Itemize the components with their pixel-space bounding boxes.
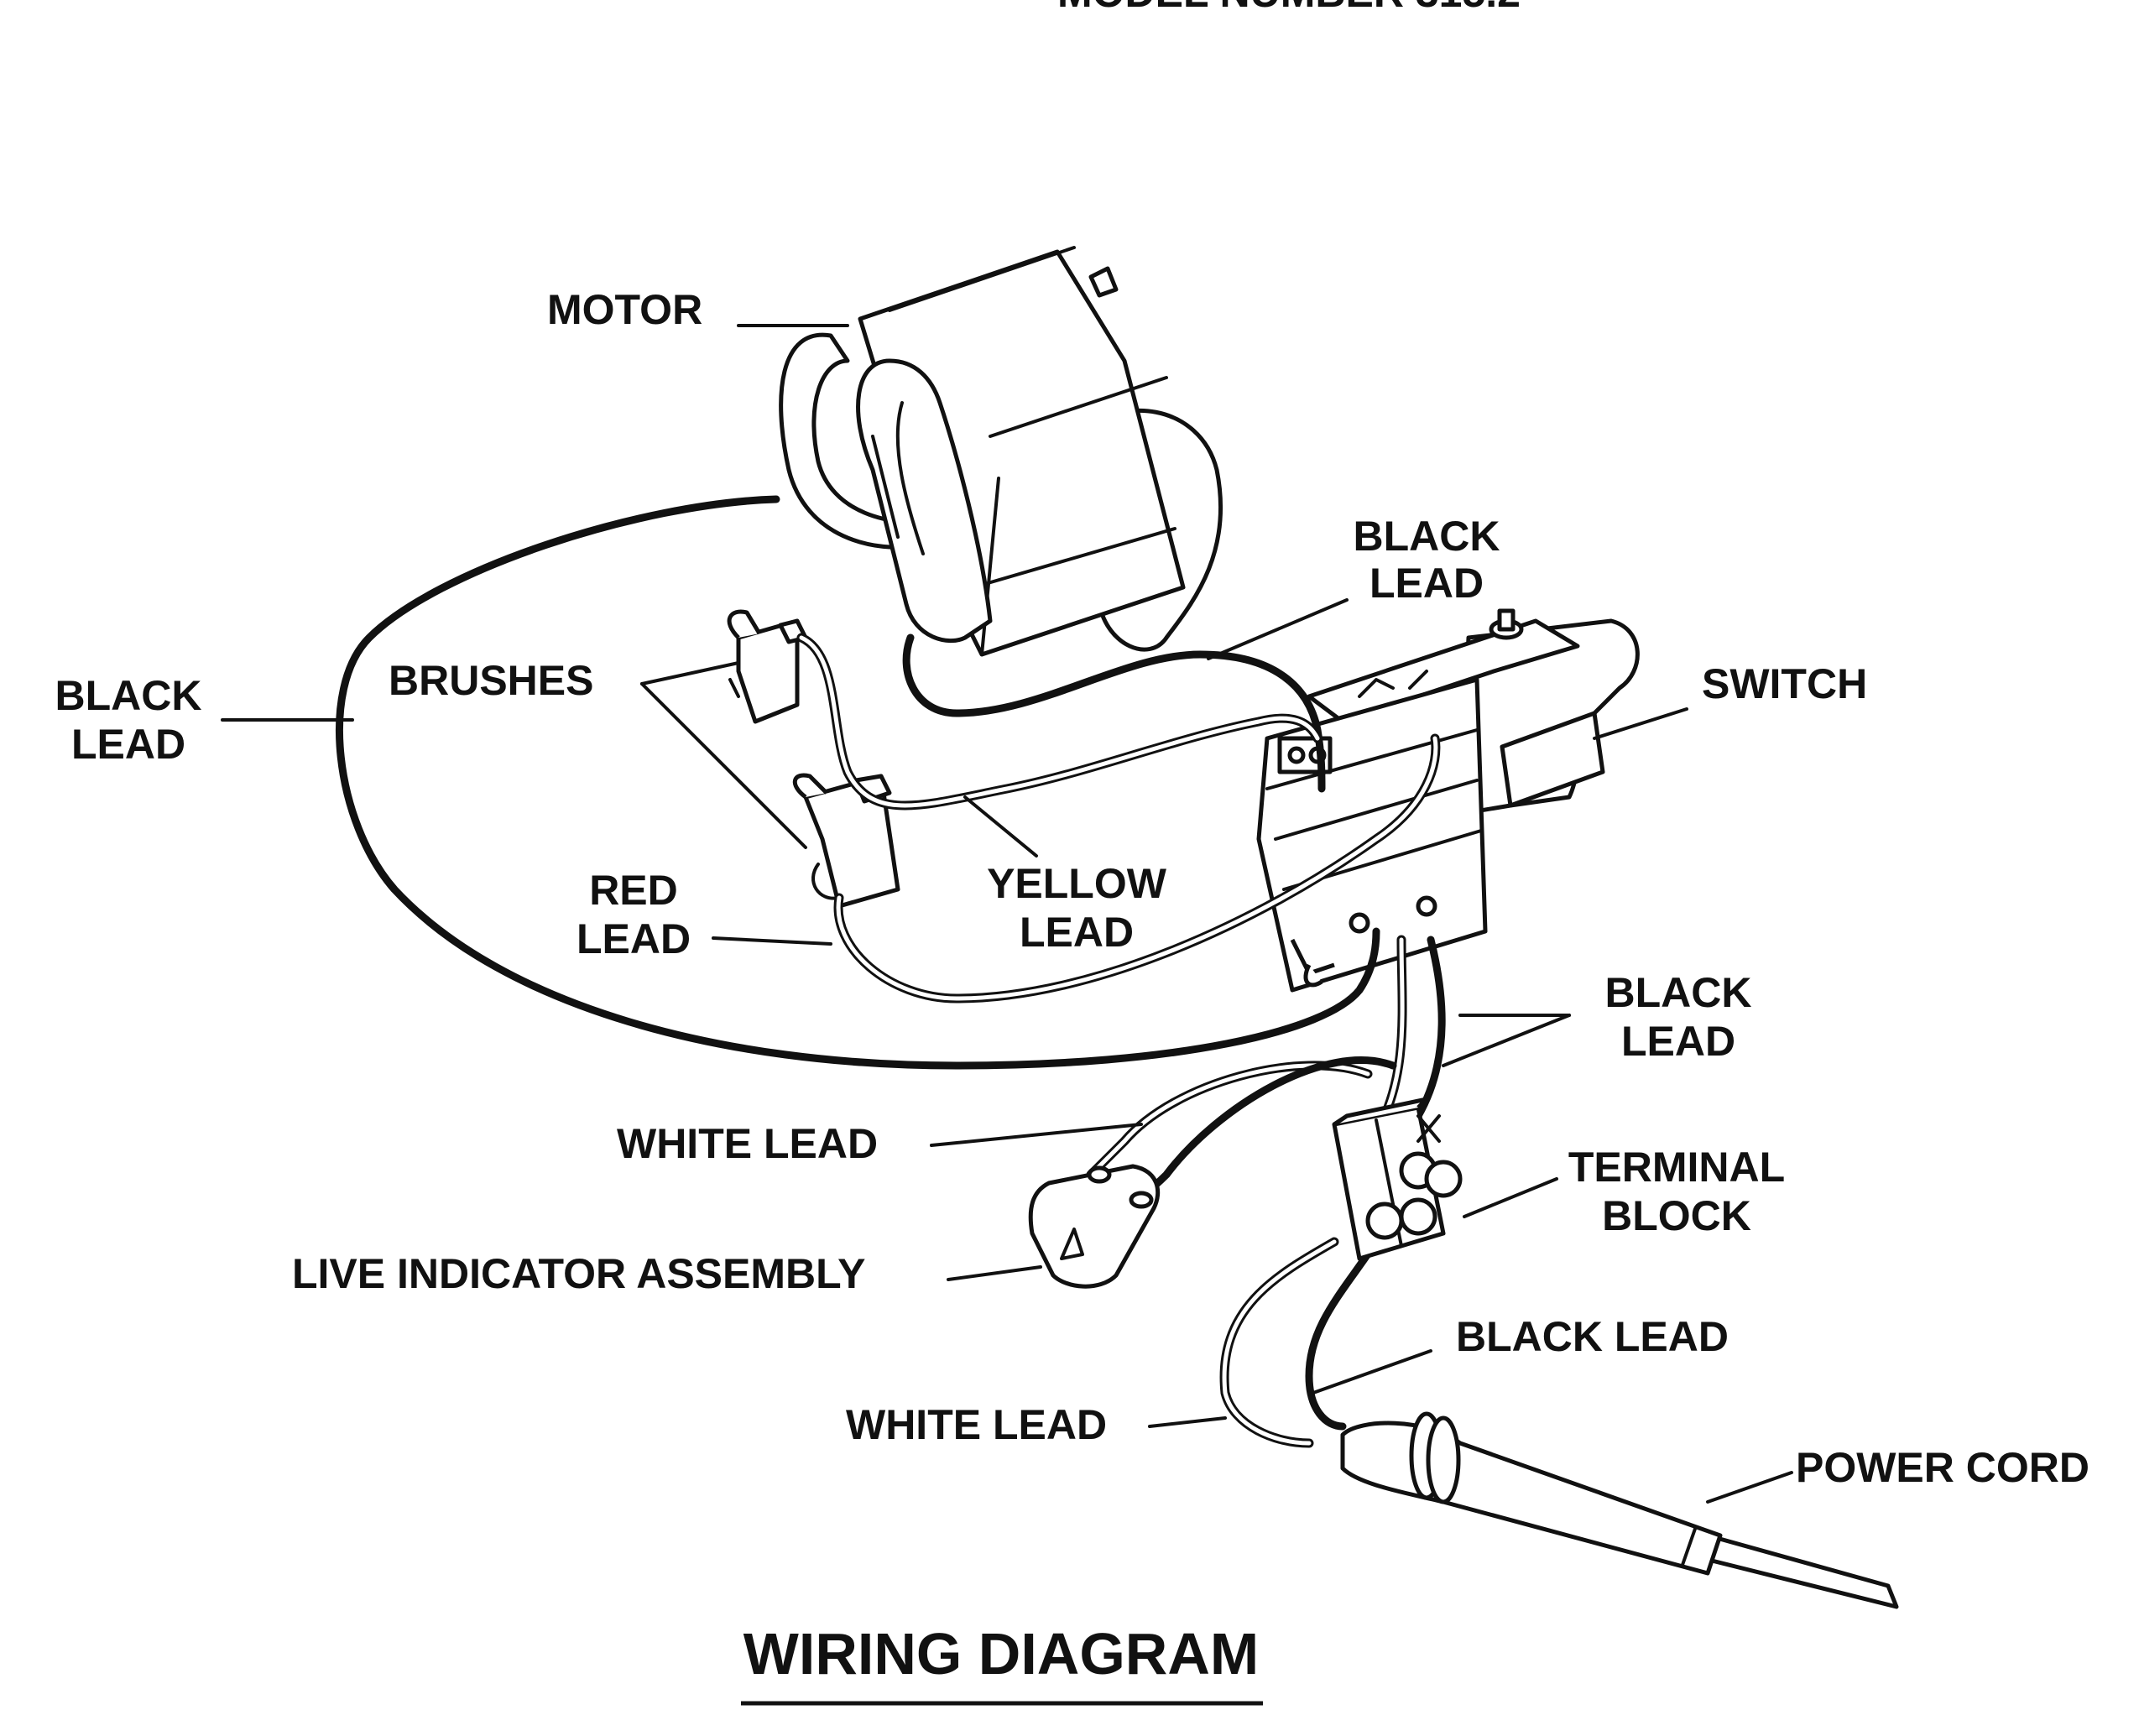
black-lead-switch-terminal-wire — [1414, 936, 1446, 1120]
power-cord-part — [1340, 1411, 1899, 1609]
leader-live-indicator — [947, 1265, 1042, 1281]
diagram-title: WIRING DIAGRAM — [743, 1621, 1259, 1686]
label-black-lead-right-1: BLACK — [1605, 969, 1752, 1016]
leader-brushes-lower — [640, 682, 807, 849]
label-motor: MOTOR — [547, 286, 702, 333]
leader-black-lead-right-b — [1442, 1014, 1571, 1067]
leader-red-lead — [712, 936, 832, 946]
switch-part — [1256, 608, 1640, 993]
label-black-lead-left-2: LEAD — [71, 721, 185, 768]
label-live-indicator: LIVE INDICATOR ASSEMBLY — [292, 1250, 865, 1297]
leader-switch — [1593, 707, 1688, 740]
leader-power-cord — [1706, 1471, 1793, 1504]
black-lead-loop-wire — [336, 495, 1380, 1070]
brush-lower — [793, 773, 900, 909]
label-switch: SWITCH — [1702, 660, 1867, 707]
terminal-block-part — [1332, 1097, 1463, 1261]
leader-yellow-lead — [963, 795, 1038, 858]
motor-part — [779, 246, 1223, 657]
label-terminal-block-1: TERMINAL — [1568, 1144, 1785, 1191]
label-terminal-block-2: BLOCK — [1602, 1192, 1751, 1239]
brush-upper — [727, 609, 808, 724]
label-yellow-lead-2: LEAD — [1020, 909, 1134, 956]
label-yellow-lead-1: YELLOW — [987, 860, 1167, 907]
leader-black-lead-top — [1207, 598, 1349, 660]
white-lead-cord-wire — [1222, 1239, 1337, 1446]
label-black-lead-top-1: BLACK — [1354, 513, 1500, 560]
red-lead-wire — [836, 736, 1438, 1001]
leader-brushes-upper — [640, 661, 740, 686]
leader-white-lead-lower — [1148, 1416, 1227, 1428]
label-black-lead-left-1: BLACK — [55, 672, 202, 719]
leader-white-lead-upper — [930, 1123, 1143, 1147]
label-white-lead-lower: WHITE LEAD — [846, 1401, 1107, 1448]
leader-black-lead-lower — [1312, 1349, 1432, 1395]
label-white-lead-upper: WHITE LEAD — [617, 1120, 878, 1167]
black-lead-motor-switch-wire — [902, 633, 1326, 793]
label-red-lead-2: LEAD — [576, 915, 691, 962]
live-indicator-part — [1028, 1164, 1161, 1289]
label-black-lead-top-2: LEAD — [1369, 560, 1484, 607]
label-red-lead-1: RED — [589, 867, 678, 914]
label-power-cord: POWER CORD — [1796, 1444, 2089, 1491]
header-partial-text: MODEL NUMBER 315.2 — [1057, 0, 1521, 16]
yellow-lead-wire — [799, 635, 1320, 808]
label-brushes: BRUSHES — [389, 657, 593, 704]
leader-terminal-block — [1463, 1177, 1558, 1218]
label-black-lead-right-2: LEAD — [1621, 1018, 1735, 1065]
label-black-lead-lower: BLACK LEAD — [1456, 1313, 1729, 1360]
black-lead-cord-wire — [1305, 1238, 1380, 1431]
